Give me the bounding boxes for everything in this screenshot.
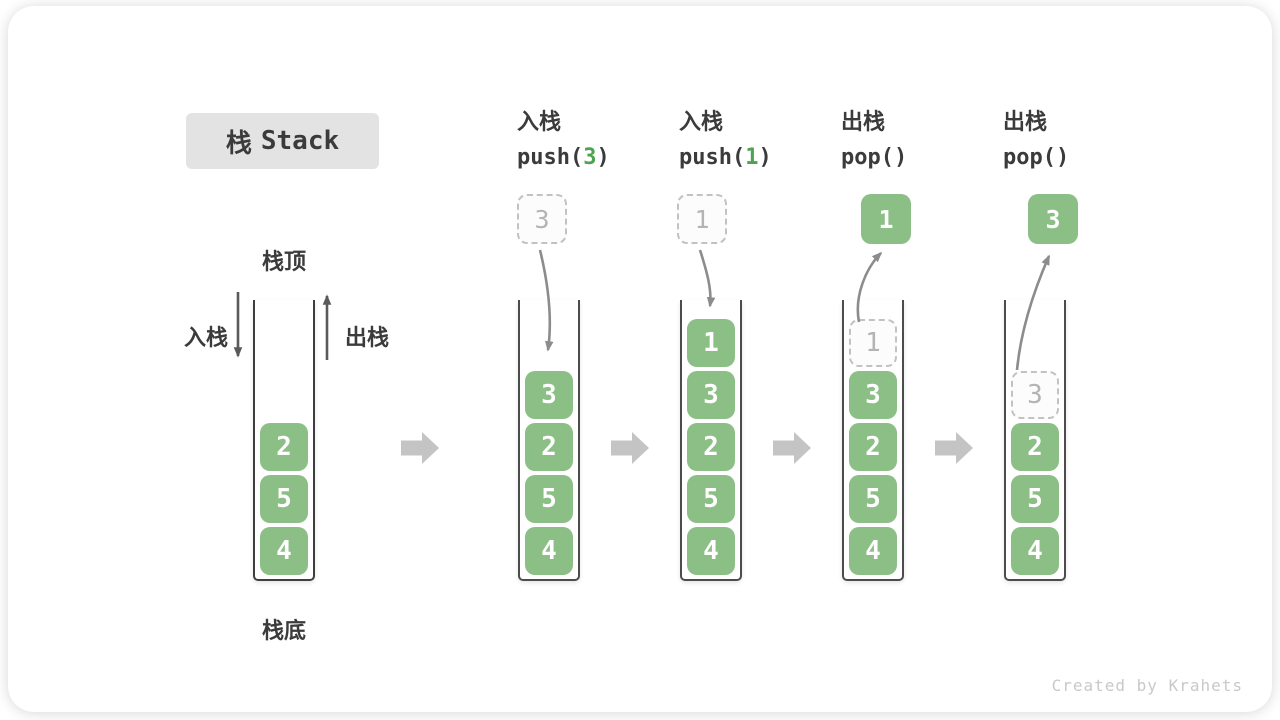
step-arrow-4: [935, 432, 973, 464]
stack-element: 4: [687, 527, 735, 575]
stack-element: 4: [525, 527, 573, 575]
operation-code: push(3): [517, 139, 610, 176]
stack-bottom-label: 栈底: [261, 618, 306, 643]
stack-element: 5: [1011, 475, 1059, 523]
operation-name: 出栈: [1003, 109, 1048, 134]
stack-element: 2: [1011, 423, 1059, 471]
floating-value-ghost-1: 1: [677, 194, 727, 244]
stack-element: 1: [687, 319, 735, 367]
operation-code: pop(): [841, 139, 907, 176]
operation-header-push1: 入栈 push(1): [679, 105, 772, 176]
code-post: ): [596, 145, 610, 170]
title-cn: 栈: [225, 127, 252, 158]
operation-name: 出栈: [841, 109, 886, 134]
operation-header-pop1: 出栈 pop(): [841, 105, 907, 176]
code-pre: pop(): [1003, 145, 1070, 170]
popped-value-1: 1: [861, 194, 911, 244]
code-pre: push(: [679, 145, 746, 170]
code-pre: pop(): [841, 145, 908, 170]
pop-arrow-label: 出栈: [345, 325, 390, 350]
code-pre: push(: [517, 145, 584, 170]
stack-top-label: 栈顶: [261, 249, 306, 274]
stack-element: 2: [687, 423, 735, 471]
stack-element: 5: [525, 475, 573, 523]
operation-name: 入栈: [679, 109, 724, 134]
stack-element: 3: [525, 371, 573, 419]
push-arrow-label: 入栈: [184, 325, 229, 350]
stack-element: 3: [687, 371, 735, 419]
stack-element: 4: [260, 527, 308, 575]
stack-element: 5: [687, 475, 735, 523]
code-post: ): [758, 145, 772, 170]
stack-element: 4: [849, 527, 897, 575]
push1-motion-arrow: [698, 249, 716, 308]
popped-value-3: 3: [1028, 194, 1078, 244]
operation-header-pop3: 出栈 pop(): [1003, 105, 1069, 176]
stack-element: 5: [260, 475, 308, 523]
operation-name: 入栈: [517, 109, 562, 134]
title-badge: 栈 Stack: [186, 113, 379, 169]
stack-element: 2: [849, 423, 897, 471]
code-arg: 1: [745, 145, 759, 170]
operation-header-push3: 入栈 push(3): [517, 105, 610, 176]
stack-ghost-slot: 1: [849, 319, 897, 367]
stack-element: 5: [849, 475, 897, 523]
operation-code: push(1): [679, 139, 772, 176]
title-en: Stack: [260, 126, 340, 156]
code-arg: 3: [583, 145, 597, 170]
floating-value-ghost-3: 3: [517, 194, 567, 244]
step-arrow-3: [773, 432, 811, 464]
operation-code: pop(): [1003, 139, 1069, 176]
watermark: Created by Krahets: [1051, 676, 1243, 695]
stack-ghost-slot: 3: [1011, 371, 1059, 419]
step-arrow-1: [401, 432, 439, 464]
stack-element: 2: [260, 423, 308, 471]
stack-element: 2: [525, 423, 573, 471]
stack-element: 3: [849, 371, 897, 419]
step-arrow-2: [611, 432, 649, 464]
stack-element: 4: [1011, 527, 1059, 575]
